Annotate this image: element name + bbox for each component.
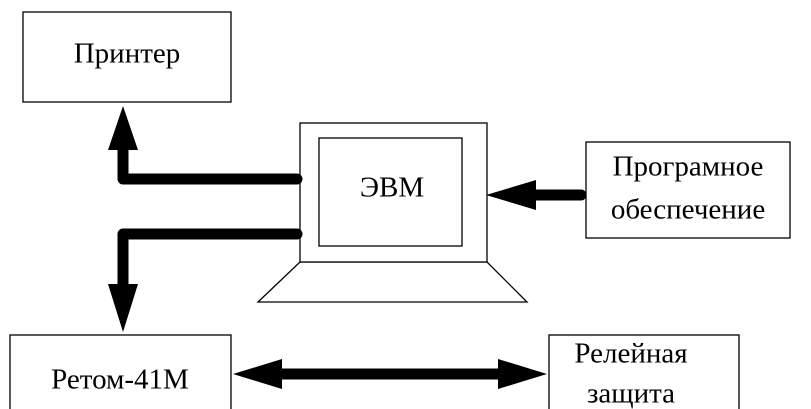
arrow-computer-to-printer-head xyxy=(108,106,138,150)
arrow-computer-to-retom-head xyxy=(108,284,138,332)
relay-box xyxy=(548,334,740,409)
relay-label-line2: защита xyxy=(587,378,675,409)
software-label-line2: обеспечение xyxy=(611,194,765,226)
arrow-retom-relay xyxy=(233,359,547,389)
computer-node: ЭВМ xyxy=(256,122,529,303)
relay-label-line1: Релейная xyxy=(574,338,687,370)
arrow-retom-relay-head-right xyxy=(498,359,547,389)
retom-node: Ретом-41М xyxy=(9,334,232,409)
software-node: Програмное обеспечение xyxy=(585,141,791,239)
software-label-line1: Програмное xyxy=(613,151,764,183)
laptop-screen-inner xyxy=(318,137,463,247)
printer-label: Принтер xyxy=(74,38,181,70)
relay-node: Релейная защита xyxy=(548,334,740,409)
arrow-software-to-computer-head xyxy=(486,180,536,210)
arrow-computer-to-printer xyxy=(108,106,303,185)
software-box xyxy=(585,141,791,239)
laptop-base xyxy=(256,261,529,303)
arrow-software-to-computer xyxy=(486,180,587,210)
printer-node: Принтер xyxy=(22,11,232,103)
retom-box xyxy=(9,334,232,409)
retom-label: Ретом-41М xyxy=(51,364,189,396)
arrow-retom-relay-head-left xyxy=(233,359,282,389)
arrow-computer-to-retom xyxy=(108,228,303,332)
arrow-computer-to-retom-line xyxy=(117,228,303,291)
arrow-computer-to-printer-line xyxy=(117,142,303,185)
computer-label: ЭВМ xyxy=(360,172,424,204)
printer-box xyxy=(22,11,232,103)
